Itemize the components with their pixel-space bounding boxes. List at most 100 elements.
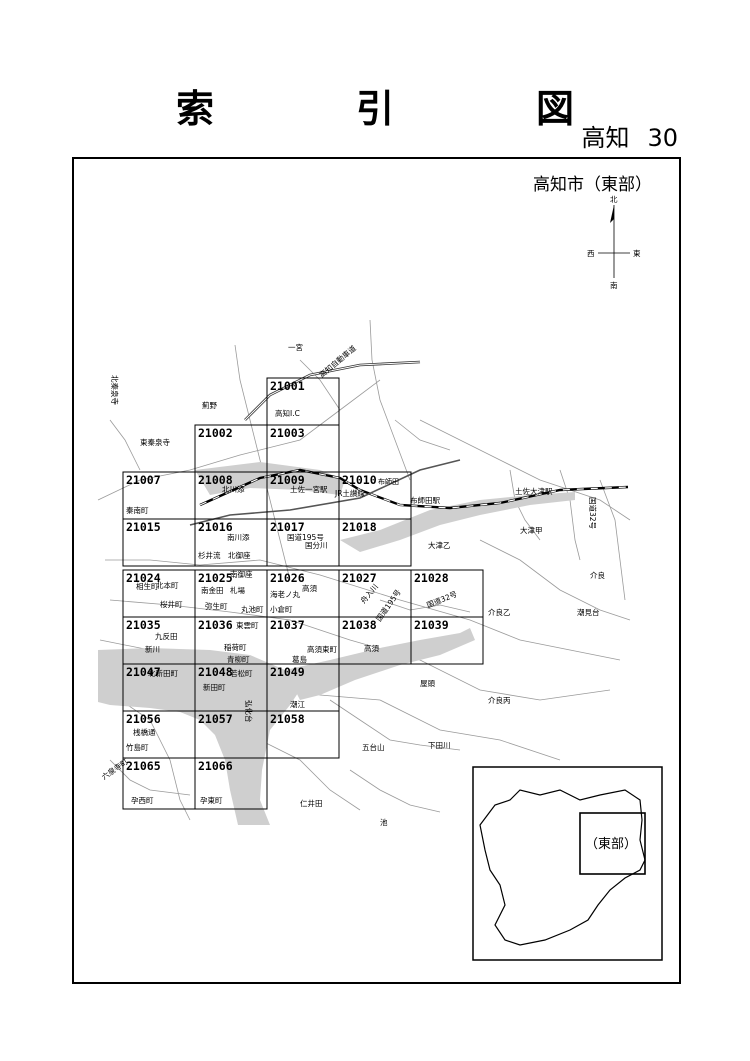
cell-21039: 21039	[414, 618, 449, 632]
label-yayoicho: 弥生町	[205, 601, 228, 611]
cell-21048: 21048	[198, 665, 233, 679]
cell-21036: 21036	[198, 618, 233, 632]
label-shiokawa: 潮江	[290, 699, 305, 709]
label-aioicho: 相生町	[136, 581, 159, 591]
label-kokubu-river: 国分川	[305, 541, 328, 550]
cell-21049: 21049	[270, 665, 305, 679]
label-kitahatajinji: 北秦泉寺	[110, 375, 120, 405]
compass-north: 北	[610, 195, 618, 204]
compass-east: 東	[633, 248, 641, 258]
cell-21010: 21010	[342, 473, 377, 487]
label-kokudo-195: 国道195号	[287, 532, 324, 542]
label-kokudo-32: 国道32号	[588, 497, 598, 529]
label-takasu-higashi: 高須東町	[307, 644, 337, 654]
label-kitakawazoe: 北川添	[222, 485, 245, 494]
cell-21001: 21001	[270, 379, 305, 393]
kokudo-road	[189, 459, 461, 526]
label-niyoda: 仁井田	[300, 798, 323, 808]
label-hirokawa: 弘化台	[244, 700, 254, 723]
cell-21002: 21002	[198, 426, 233, 440]
compass: 北 南 東 西	[587, 195, 641, 290]
page-title: 索 引 図	[175, 87, 626, 131]
label-tosa-otsu: 土佐大津駅	[515, 486, 553, 496]
label-kodakaumachi-higashi: 孕東町	[200, 795, 223, 805]
label-ebinomaru: 海老ノ丸	[270, 589, 300, 599]
sheet-grid	[122, 377, 484, 810]
label-kokudo-195b: 国道195号	[373, 587, 402, 623]
label-tosho: 桟橋通	[133, 727, 156, 737]
label-takasu-b: 高須	[364, 643, 379, 653]
label-minamitoiza: 南御座	[230, 569, 253, 579]
label-shiomidai: 潮見台	[577, 607, 600, 617]
label-shimodagawa: 下田川	[428, 741, 451, 750]
cell-21058: 21058	[270, 712, 305, 726]
prefecture-label: 高知	[581, 124, 630, 152]
label-hatanancho: 秦南町	[126, 505, 149, 515]
label-shinkawa: 新川	[145, 644, 160, 654]
label-sugiisan: 杉井流	[198, 550, 221, 560]
label-godaisan: 五台山	[362, 742, 385, 752]
label-shinden: 新田町	[203, 682, 226, 692]
label-kuhoda: 九反田	[155, 631, 178, 641]
railway	[199, 468, 629, 510]
cell-21066: 21066	[198, 759, 233, 773]
page-number: 30	[647, 124, 678, 152]
cell-21038: 21038	[342, 618, 377, 632]
label-minamikaneda: 南金田	[201, 585, 224, 595]
label-sakuraimachi: 桜井町	[160, 599, 183, 609]
area-title: 高知市（東部）	[533, 175, 652, 195]
cell-21008: 21008	[198, 473, 233, 487]
label-fudabata: 札場	[230, 585, 245, 595]
label-funairi-river: 舟入川	[358, 582, 380, 606]
label-kitashinden: 北新田町	[148, 668, 178, 678]
inset-east-highlight	[579, 812, 646, 875]
cell-21026: 21026	[270, 571, 305, 585]
compass-west: 西	[587, 249, 595, 258]
label-otsu-ko: 大津甲	[520, 525, 543, 535]
label-tosa-ichinomiya: 土佐一宮駅	[290, 484, 328, 494]
label-sakano: 薊野	[202, 400, 217, 410]
label-aokicho: 青柳町	[227, 654, 250, 664]
compass-south: 南	[610, 280, 618, 290]
label-expressway: 高知自動車道	[317, 343, 358, 380]
label-kitamotomachi: 北本町	[156, 580, 179, 590]
cell-21037: 21037	[270, 618, 305, 632]
label-wakamatsucho: 若松町	[230, 668, 253, 678]
sheet-codes: 21001 21002 21003 21007 21008 21009 2101…	[126, 379, 449, 773]
cell-21018: 21018	[342, 520, 377, 534]
label-kokudo-32b: 国道32号	[425, 589, 458, 610]
label-kairaki-hei: 介良丙	[488, 695, 511, 705]
label-hasuikecho: 葛島	[292, 654, 307, 664]
label-ike: 池	[380, 817, 388, 827]
label-fuseda-station: 布師田駅	[410, 495, 440, 505]
cell-21028: 21028	[414, 571, 449, 585]
cell-21016: 21016	[198, 520, 233, 534]
label-minamikawazoe: 南川添	[227, 532, 250, 542]
label-kochi-ic: 高知I.C	[275, 408, 300, 418]
label-kodakaumachi: 孕西町	[131, 796, 154, 805]
cell-21035: 21035	[126, 618, 161, 632]
cell-21065: 21065	[126, 759, 161, 773]
cell-21024: 21024	[126, 571, 161, 585]
label-rikkocho: 稲荷町	[224, 642, 247, 652]
label-kitatoiza: 北御座	[228, 550, 251, 560]
label-takasu: 高須	[302, 583, 317, 593]
label-ichinomiya: 一宮	[288, 342, 303, 352]
label-takezawa: 竹島町	[126, 742, 149, 752]
cell-21003: 21003	[270, 426, 305, 440]
label-kairaki: 介良	[590, 570, 605, 580]
cell-21009: 21009	[270, 473, 305, 487]
cell-21056: 21056	[126, 712, 161, 726]
label-yashiki: 屋頭	[420, 679, 435, 688]
label-kairaki-otsu: 介良乙	[488, 607, 511, 617]
label-jr-dosan: JR土讃線	[334, 488, 365, 498]
cell-21047: 21047	[126, 665, 161, 679]
cell-21017: 21017	[270, 520, 305, 534]
map-frame	[72, 157, 681, 984]
inset-east-label: （東部）	[585, 836, 637, 852]
cell-21007: 21007	[126, 473, 161, 487]
label-maruikecho: 丸池町	[241, 604, 264, 614]
label-kokuracho: 小倉町	[270, 604, 293, 614]
label-fuseda: 布師田	[378, 477, 399, 486]
label-higashihatajinji: 東秦泉寺	[140, 437, 170, 447]
